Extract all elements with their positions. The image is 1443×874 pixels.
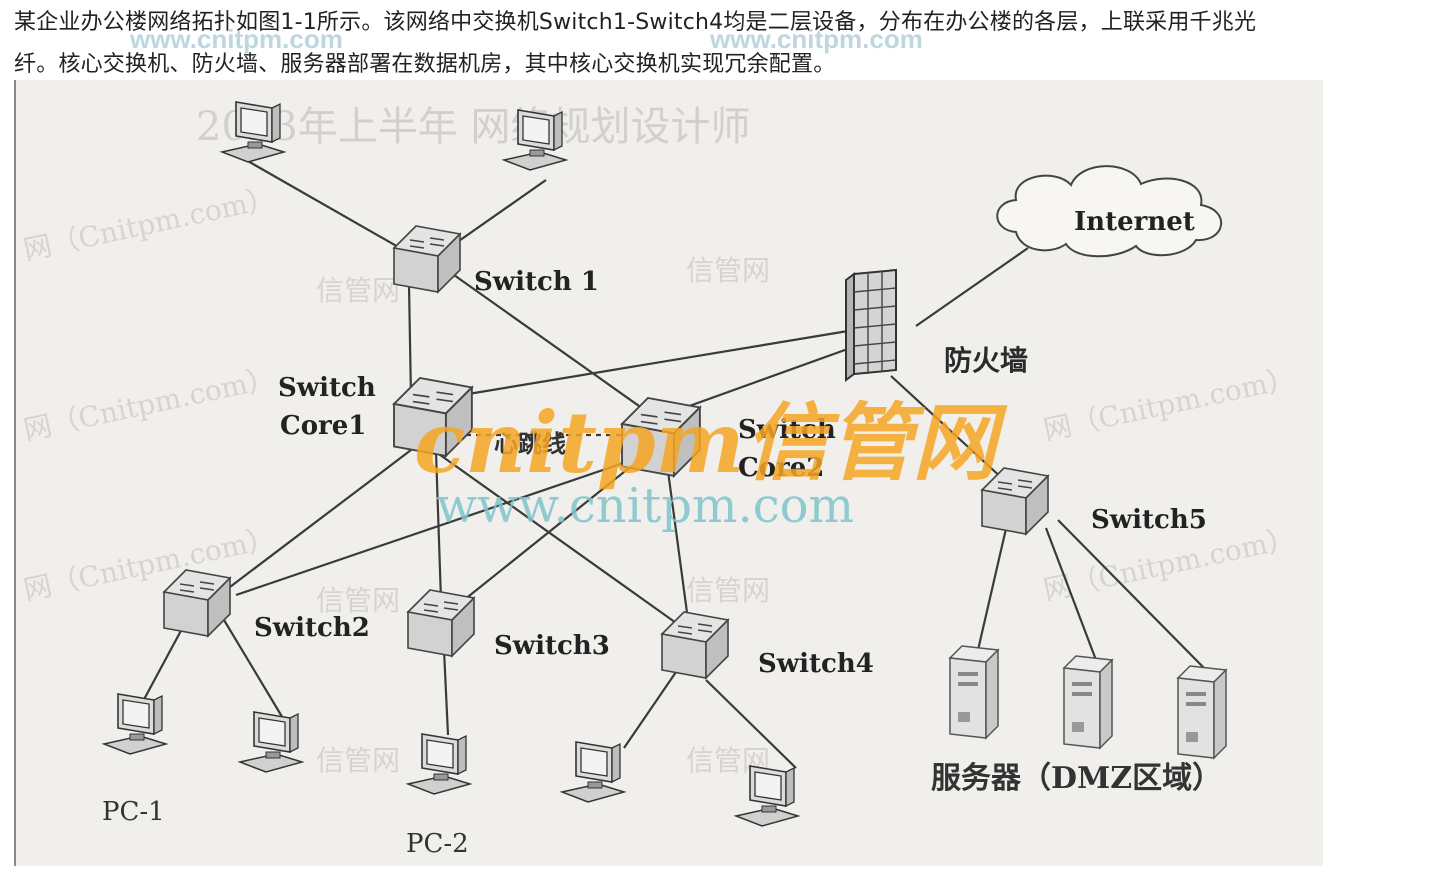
- pc-icon: [239, 711, 303, 773]
- paren-watermark-1: 网（Cnitpm.com）: [21, 181, 278, 267]
- core1-label-line1: Switch: [278, 373, 376, 403]
- servers-label: 服务器（DMZ区域）: [931, 761, 1222, 796]
- small-cn-watermark-4: 信管网: [686, 574, 770, 607]
- link-switch4-pc-b: [705, 679, 797, 769]
- link-pc-top1-switch1: [245, 159, 422, 261]
- header-watermark-left: www.cnitpm.com: [130, 24, 343, 54]
- site-watermark: www.cnitpm.com: [436, 478, 854, 534]
- link-switch3-pc2: [442, 649, 450, 736]
- link-core1-switch2: [225, 449, 412, 591]
- small-cn-watermark-5: 信管网: [316, 744, 400, 777]
- link-switch5-server2: [1044, 527, 1098, 661]
- switch3-label: Switch3: [494, 631, 610, 661]
- pc-icon: [561, 741, 625, 803]
- switch-icon: [393, 225, 461, 293]
- paren-watermark-2: 网（Cnitpm.com）: [21, 361, 278, 447]
- pc-switch2-b: [239, 711, 303, 773]
- switch-icon: [407, 589, 475, 657]
- switch3: [407, 589, 475, 657]
- link-core2-switch3: [463, 455, 645, 601]
- switch1: [393, 225, 461, 293]
- switch1-label: Switch 1: [474, 267, 599, 297]
- firewall-icon: [845, 268, 897, 382]
- cloud-icon: [996, 165, 1222, 258]
- link-switch4-pc-a: [623, 671, 677, 749]
- switch2-label: Switch2: [254, 613, 370, 643]
- small-cn-watermark-1: 信管网: [316, 274, 400, 307]
- link-core2-switch4: [664, 455, 690, 621]
- link-switch1-core1: [407, 284, 413, 399]
- link-switch5-server1: [976, 519, 1010, 651]
- switch-icon: [661, 611, 729, 679]
- pc-icon: [407, 733, 471, 795]
- small-cn-watermark-3: 信管网: [316, 584, 400, 617]
- brand-watermark: cnitpm信管网: [414, 393, 1008, 492]
- core2-label-line2: Core2: [738, 453, 824, 483]
- link-core1-firewall: [443, 328, 855, 400]
- network-topology-figure: 2023年上半年 网络规划设计师 网（Cnitpm.com） 网（Cnitpm.…: [14, 80, 1323, 866]
- link-firewall-switch5: [890, 375, 1005, 481]
- server-2: [1063, 655, 1113, 749]
- switch5-label: Switch5: [1091, 505, 1207, 535]
- server-1: [949, 645, 999, 739]
- switch4-label: Switch4: [758, 649, 874, 679]
- link-switch5-server3: [1057, 519, 1207, 671]
- pc-icon: [103, 693, 167, 755]
- header-watermark-right: www.cnitpm.com: [710, 24, 923, 54]
- firewall-device: [845, 268, 897, 382]
- small-cn-watermark-2: 信管网: [686, 254, 770, 287]
- link-switch1-core2: [453, 274, 657, 419]
- core2-label-line1: Switch: [738, 415, 836, 445]
- year-watermark: 2023年上半年 网络规划设计师: [196, 104, 751, 150]
- server-icon: [1177, 665, 1227, 759]
- question-paragraph: 某企业办公楼网络拓扑如图1-1所示。该网络中交换机Switch1-Switch4…: [14, 2, 1434, 86]
- pc-2: [407, 733, 471, 795]
- link-pc-top2-switch1: [445, 179, 547, 251]
- heartbeat-label: 心跳线: [494, 429, 566, 458]
- paragraph-line-2: 纤。核心交换机、防火墙、服务器部署在数据机房，其中核心交换机实现冗余配置。: [14, 52, 836, 77]
- pc-1: [103, 693, 167, 755]
- paragraph-line-1: 某企业办公楼网络拓扑如图1-1所示。该网络中交换机Switch1-Switch4…: [14, 10, 1257, 35]
- link-firewall-internet: [915, 247, 1029, 327]
- server-icon: [949, 645, 999, 739]
- firewall-label: 防火墙: [944, 344, 1028, 377]
- network-links: [140, 159, 1207, 769]
- pc-switch4-a: [561, 741, 625, 803]
- switch2: [163, 569, 231, 637]
- pc2-label: PC-2: [406, 829, 469, 859]
- internet-cloud: Internet: [996, 165, 1222, 258]
- switch4: [661, 611, 729, 679]
- server-icon: [1063, 655, 1113, 749]
- link-core2-switch2: [235, 454, 645, 597]
- switch-icon: [163, 569, 231, 637]
- pc1-label: PC-1: [102, 797, 165, 827]
- server-3: [1177, 665, 1227, 759]
- link-core1-switch4: [435, 451, 687, 631]
- internet-label: Internet: [1074, 207, 1195, 237]
- link-switch2-pc: [220, 614, 285, 721]
- core1-label-line2: Core1: [280, 411, 366, 441]
- paren-watermark-4: 网（Cnitpm.com）: [1041, 361, 1298, 447]
